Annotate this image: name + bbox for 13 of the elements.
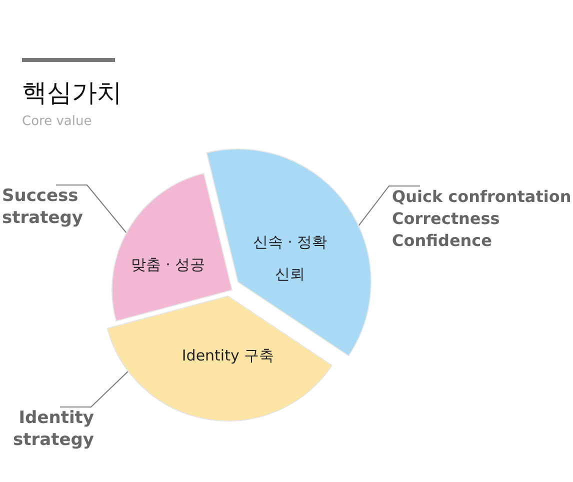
- side-label: Quick confrontation: [392, 186, 572, 208]
- slice-label: 신속 · 정확 신뢰: [252, 232, 328, 285]
- slice-label: 맞춤 · 성공: [130, 256, 206, 274]
- side-label: Confidence: [392, 230, 494, 252]
- title: 핵심가치: [22, 77, 122, 109]
- side-label: Identity strategy: [12, 407, 94, 451]
- subtitle: Core value: [22, 114, 92, 129]
- side-label: Success strategy: [2, 185, 84, 229]
- leader-line: [56, 184, 127, 234]
- leader-line: [358, 186, 420, 226]
- leader-line: [60, 370, 129, 408]
- side-label: Correctness: [392, 208, 501, 230]
- slice-label: Identity 구축: [182, 346, 274, 366]
